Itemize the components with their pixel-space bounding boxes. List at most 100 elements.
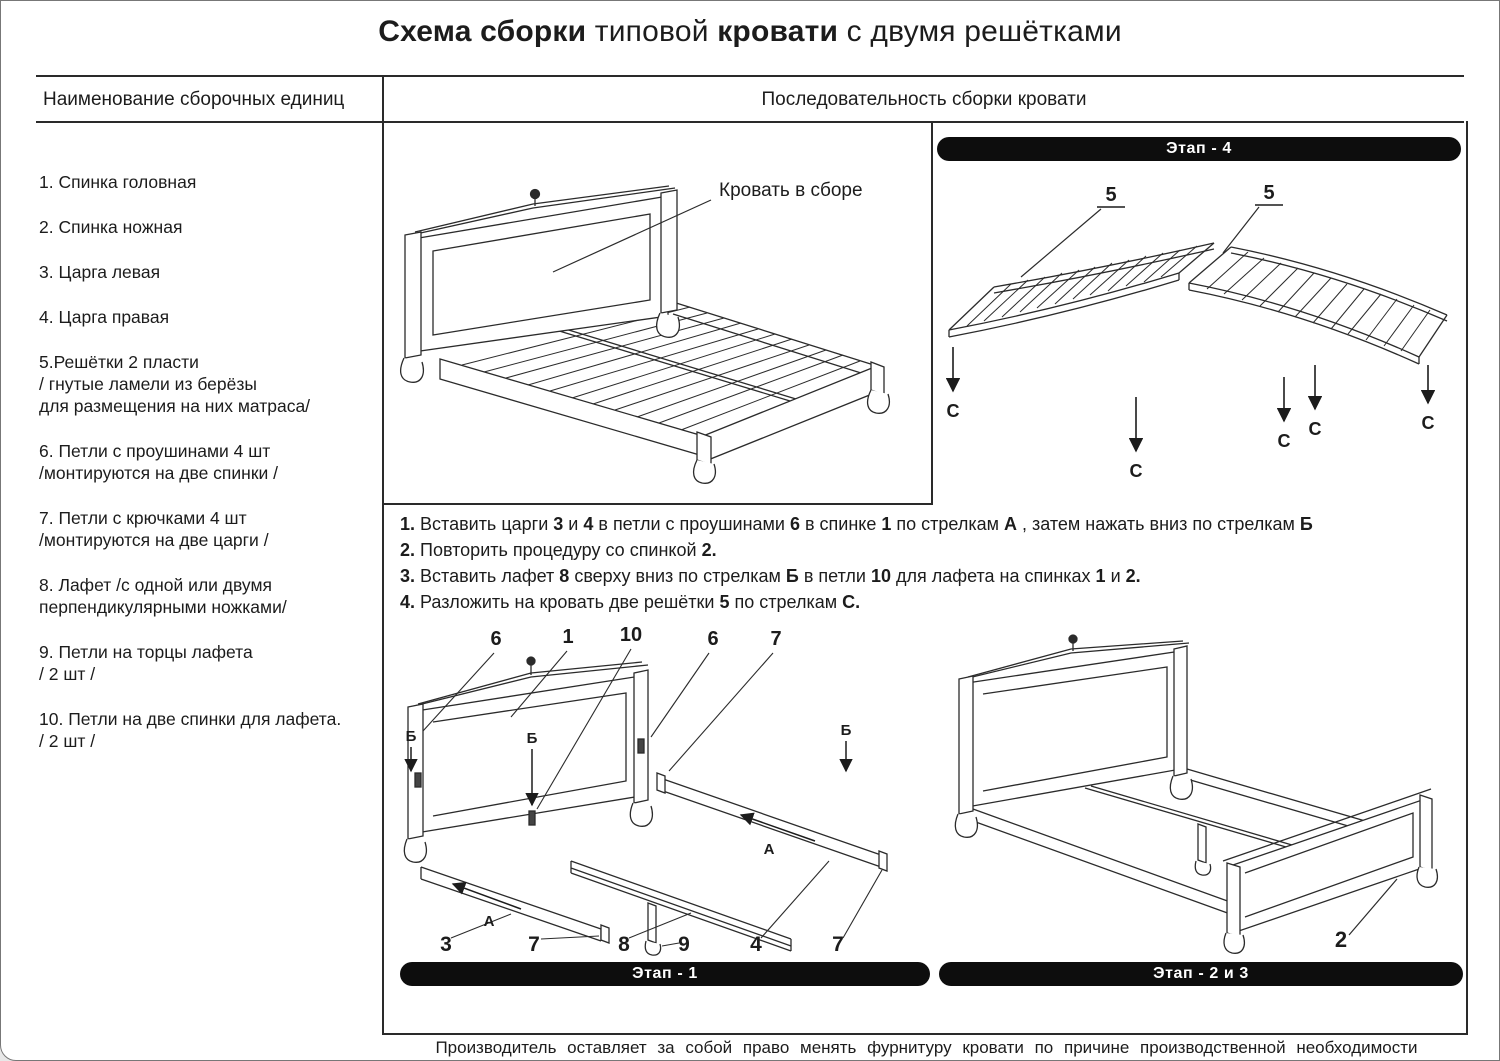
bed-frame <box>954 634 1439 954</box>
title-regular-1: типовой <box>586 15 718 48</box>
hinge <box>637 738 645 754</box>
finial-ornament <box>529 188 541 200</box>
lafet-leg <box>1197 823 1207 864</box>
leader-line <box>1348 878 1398 936</box>
hook <box>656 772 666 794</box>
front-rail <box>972 808 1234 916</box>
part-callout-6: 6 <box>707 628 718 650</box>
assembled-bed-panel <box>382 121 933 505</box>
stage1-drawing: 6 1 10 6 7 Б Б Б А А 3 7 8 9 4 7 <box>403 624 888 956</box>
page-title: Схема сборки типовой кровати с двумя реш… <box>1 15 1499 49</box>
divider-under-headers <box>36 121 1464 123</box>
bed-foot <box>1416 866 1439 888</box>
lafet-leg <box>647 902 657 944</box>
finial-ornament <box>526 656 536 666</box>
bed-foot <box>403 838 428 863</box>
c-arrow-label: C <box>1422 413 1435 433</box>
a-arrow-label: А <box>484 913 495 930</box>
instruction-line-4: 4. Разложить на кровать две решётки 5 по… <box>400 592 861 612</box>
stage23-pill: Этап - 2 и 3 <box>939 962 1463 986</box>
assembly-instructions: 1. Вставить царги 3 и 4 в петли с проуши… <box>400 511 1462 615</box>
instruction-line-2: 2. Повторить процедуру со спинкой 2. <box>400 540 717 560</box>
headboard-drawing <box>954 634 1194 838</box>
parts-list-item-7: 7. Петли с крючками 4 шт /монтируются на… <box>39 508 269 550</box>
finial-ornament <box>1068 634 1078 644</box>
stage4-drawing: 5 5 C C C C C <box>945 182 1448 481</box>
part-callout-7: 7 <box>528 933 540 956</box>
bed-foot <box>399 357 425 383</box>
rail-4-drawing <box>656 772 888 872</box>
parts-list-item-3: 3. Царга левая <box>39 262 161 282</box>
parts-list-item-6: 6. Петли с проушинами 4 шт /монтируются … <box>39 441 279 483</box>
parts-list-item-10: 10. Петли на две спинки для лафета. / 2 … <box>39 709 342 751</box>
stage4-pill: Этап - 4 <box>937 137 1461 161</box>
parts-list-item-5: 5.Решётки 2 пласти / гнутые ламели из бе… <box>39 352 311 416</box>
bed-foot <box>1169 775 1194 800</box>
footboard <box>702 365 878 463</box>
a-arrow-label: А <box>764 841 775 858</box>
c-arrow-label: C <box>1130 461 1143 481</box>
parts-list-item-8: 8. Лафет /с одной или двумя перпендикуля… <box>39 575 287 617</box>
hook <box>600 924 610 944</box>
content-frame <box>382 121 1468 1035</box>
part-callout-2: 2 <box>1335 927 1347 952</box>
part-callout-3: 3 <box>440 933 452 956</box>
a-arrow <box>739 812 816 842</box>
b-arrows <box>404 741 853 910</box>
footer-note: Производитель оставляет за собой право м… <box>435 1038 1418 1057</box>
bed-foot <box>644 940 662 956</box>
a-arrow <box>451 881 522 910</box>
title-bold-1: Схема сборки <box>378 15 587 48</box>
bed-foot <box>1223 932 1246 954</box>
lattice-label: 5 <box>1263 182 1274 204</box>
assembled-bed-drawing: Кровать в сборе <box>399 180 891 484</box>
parts-list-item-4: 4. Царга правая <box>39 307 170 327</box>
bed-foot <box>629 802 654 827</box>
hinge <box>414 772 422 788</box>
parts-list: 1. Спинка головная 2. Спинка ножная 3. Ц… <box>39 171 379 775</box>
lattice-right <box>1188 246 1448 365</box>
lafet-drawing <box>570 860 792 956</box>
parts-list-item-1: 1. Спинка головная <box>39 172 197 192</box>
part-callout-7: 7 <box>832 933 844 956</box>
left-column-header: Наименование сборочных единиц <box>43 89 345 110</box>
parts-list-item-9: 9. Петли на торцы лафета / 2 шт / <box>39 642 253 684</box>
part-callout-10: 10 <box>620 624 642 646</box>
bed-frame <box>399 185 891 484</box>
headboard-drawing <box>399 185 681 383</box>
title-bold-2: кровати <box>717 15 839 48</box>
divider-top <box>36 75 1464 77</box>
center-rail <box>555 327 797 402</box>
leader-line <box>1222 206 1260 254</box>
right-column-header: Последовательность сборки кровати <box>761 89 1087 110</box>
hook <box>878 850 888 872</box>
part-callout-8: 8 <box>618 933 630 956</box>
leader-line <box>552 199 712 273</box>
headboard-drawing <box>403 656 654 863</box>
part-callout-4: 4 <box>750 933 762 956</box>
hinge <box>528 810 536 826</box>
lattice-left <box>948 242 1215 338</box>
part-callout-6: 6 <box>490 628 501 650</box>
instruction-line-3: 3. Вставить лафет 8 сверху вниз по стрел… <box>400 566 1141 586</box>
rail-3-drawing <box>420 866 610 944</box>
b-arrow-label: Б <box>527 730 538 747</box>
leader-lines <box>422 648 883 947</box>
bed-foot <box>954 813 979 838</box>
c-arrows <box>945 347 1436 453</box>
part-callout-1: 1 <box>562 626 573 648</box>
lattice-label: 5 <box>1105 184 1116 206</box>
title-regular-2: с двумя решётками <box>838 15 1122 48</box>
b-arrow-label: Б <box>841 722 852 739</box>
instruction-line-1: 1. Вставить царги 3 и 4 в петли с проуши… <box>400 514 1313 534</box>
c-arrow-label: C <box>1309 419 1322 439</box>
c-arrow-label: C <box>1278 431 1291 451</box>
bed-caption: Кровать в сборе <box>719 180 863 201</box>
bed-foot <box>866 389 891 414</box>
header-divider <box>382 75 384 123</box>
bed-foot <box>655 312 681 338</box>
bed-foot <box>692 459 717 484</box>
stage1-pill: Этап - 1 <box>400 962 930 986</box>
label-5-group: 5 5 <box>1020 182 1283 278</box>
